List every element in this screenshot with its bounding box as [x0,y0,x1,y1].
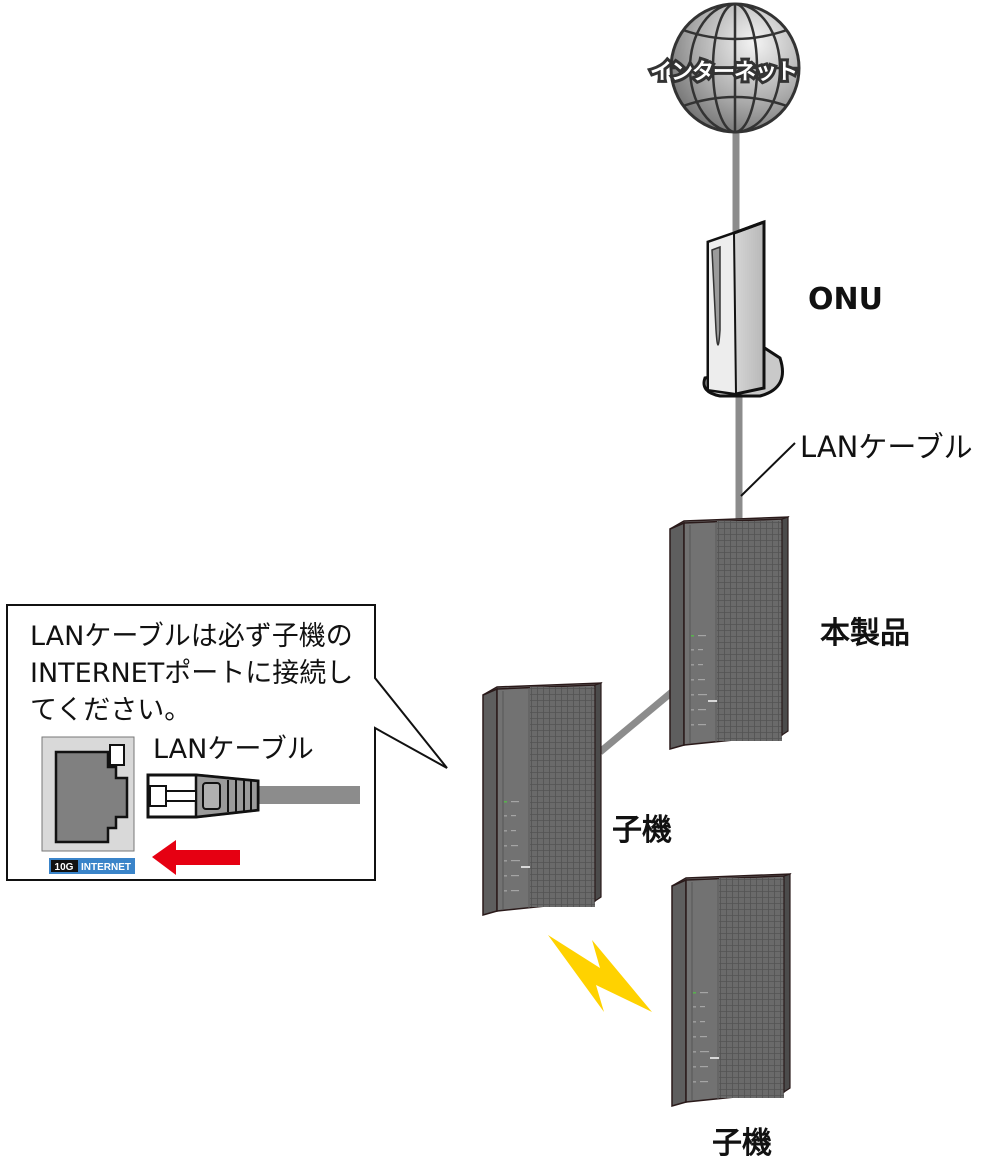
port-badge-name: INTERNET [81,862,131,873]
main-router-label: 本製品 [820,616,910,651]
port-badge: 10G INTERNET [49,858,135,874]
onu-device [702,219,784,398]
insert-arrow-icon [152,840,240,875]
internet-port-icon [41,736,135,852]
globe-icon [669,2,801,134]
satellite-wireless-device [671,873,791,1107]
wireless-lightning-icon [548,935,652,1012]
lan-cable-label: LANケーブル [800,430,973,464]
satellite-wireless-label: 子機 [712,1126,772,1161]
callout-cable-label: LANケーブル [153,734,314,765]
port-badge-speed: 10G [55,862,74,873]
onu-label: ONU [808,282,883,317]
lan-plug-icon [146,773,360,819]
internet-label: インターネット [647,57,801,88]
cable-router-satellite [597,689,675,755]
lan-cable-leader-line [740,442,796,497]
main-router-device [669,516,789,750]
satellite-wired-label: 子機 [612,813,672,848]
callout-message: LANケーブルは必ず子機のINTERNETポートに接続してください。 [30,621,354,726]
satellite-wired-device [482,682,602,916]
